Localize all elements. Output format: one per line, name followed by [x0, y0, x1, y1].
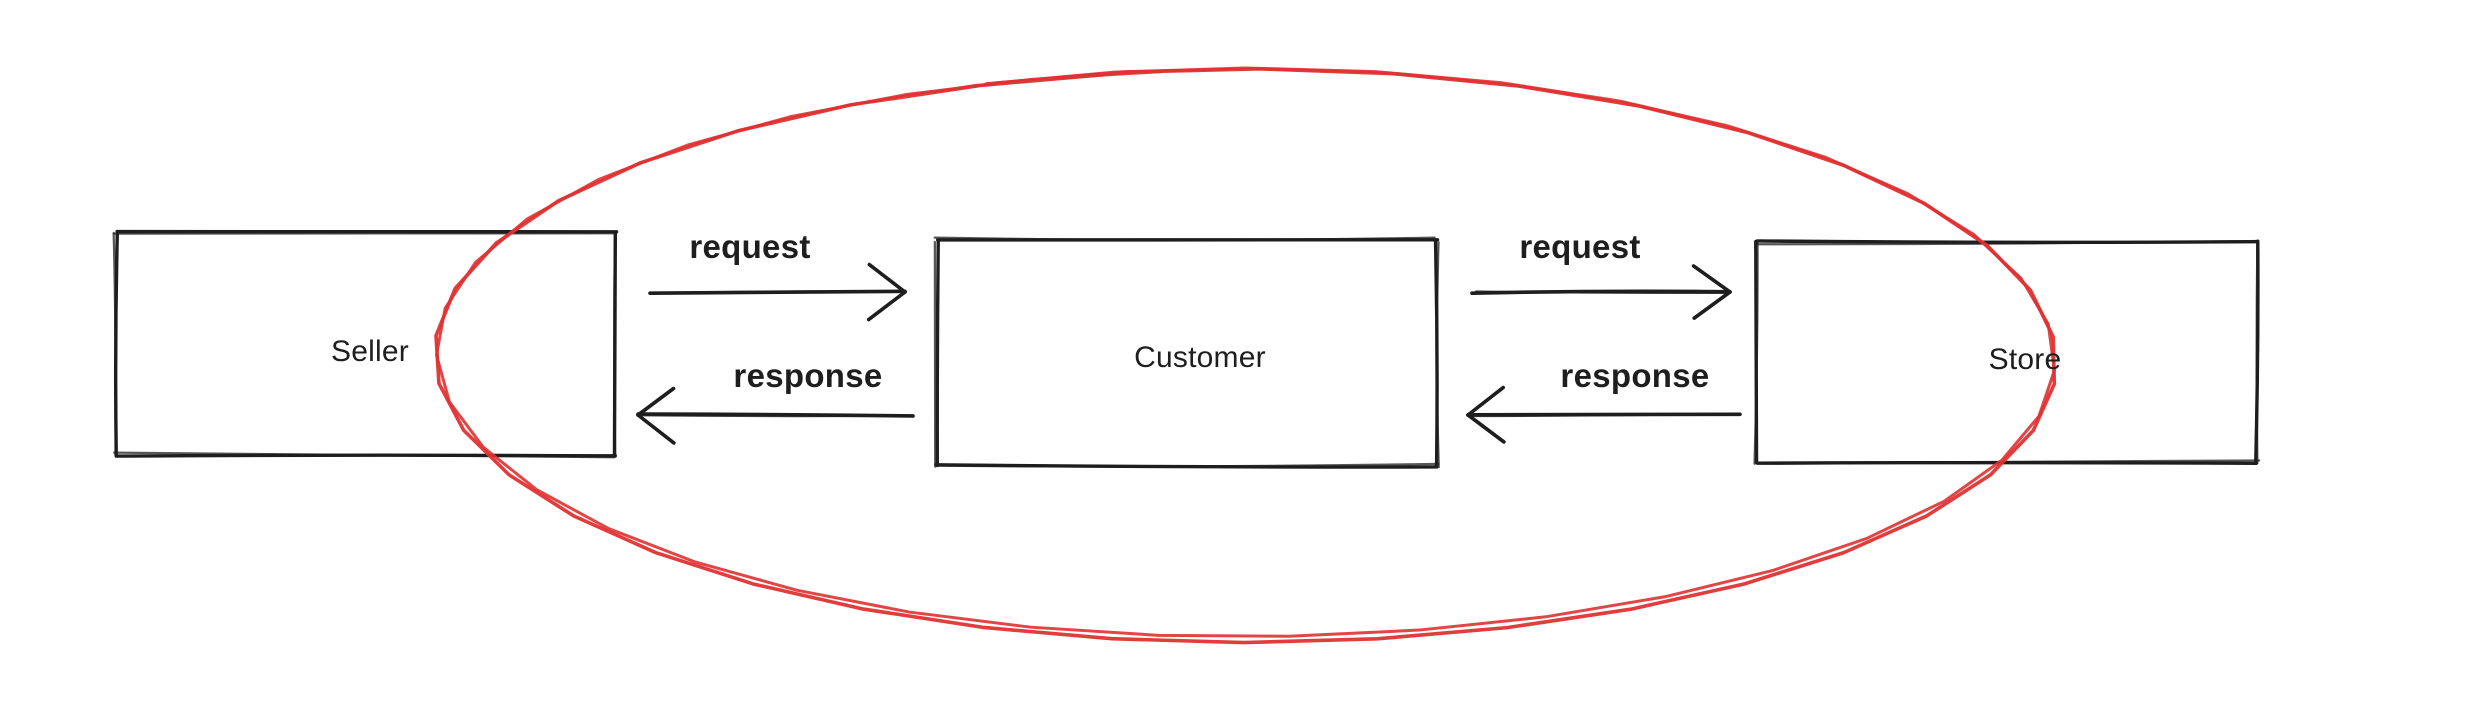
edge-shaft [1469, 413, 1737, 418]
edge-arrowhead [1692, 290, 1732, 320]
node-edge-right [1435, 241, 1440, 469]
edge-arrowhead [636, 413, 676, 445]
edge-label-customer-store-request: request [1519, 228, 1641, 265]
edge-arrow-seller-to-customer-request[interactable] [648, 262, 907, 322]
highlight-ellipse-stroke [435, 66, 2056, 638]
node-edge-left [1753, 241, 1759, 465]
edge-label-seller-customer-request: request [689, 228, 811, 265]
node-edge-bottom [935, 462, 1440, 468]
node-edge-bottom [1756, 459, 2261, 465]
edge-shaft [1475, 290, 1729, 295]
edge-arrow-customer-to-store-request[interactable] [1470, 264, 1732, 320]
node-edge-top [1756, 239, 2259, 246]
edge-shaft [639, 414, 910, 418]
node-rectangles-group [112, 229, 2261, 469]
edge-arrow-store-to-customer-response[interactable] [1466, 385, 1742, 444]
node-edge-left [112, 231, 117, 457]
node-rect-customer[interactable] [933, 236, 1440, 469]
edge-arrowhead [1691, 264, 1732, 294]
edge-arrowhead [1466, 385, 1505, 417]
edge-label-customer-seller-response: response [733, 357, 883, 394]
edge-arrows-group [636, 262, 1742, 445]
node-edge-bottom [113, 451, 616, 459]
edge-arrowhead [636, 386, 676, 417]
highlight-ellipse-group [434, 66, 2057, 645]
edge-arrowhead [867, 262, 907, 294]
highlight-ellipse[interactable] [434, 66, 2057, 645]
edge-shaft [653, 290, 904, 294]
node-rect-store[interactable] [1753, 239, 2261, 466]
edge-arrowhead [1466, 413, 1506, 444]
node-edge-right [2255, 240, 2259, 465]
node-label-customer: Customer [1134, 341, 1266, 374]
edge-label-store-customer-response: response [1560, 357, 1710, 394]
node-rect-seller[interactable] [112, 229, 619, 459]
node-edge-left [935, 238, 940, 468]
edge-arrow-customer-to-seller-response[interactable] [636, 386, 915, 445]
node-label-store: Store [1988, 343, 2062, 376]
edge-arrowhead [866, 290, 907, 322]
node-edge-top [933, 236, 1436, 241]
node-edge-right [613, 231, 617, 456]
node-label-seller: Seller [331, 335, 409, 368]
